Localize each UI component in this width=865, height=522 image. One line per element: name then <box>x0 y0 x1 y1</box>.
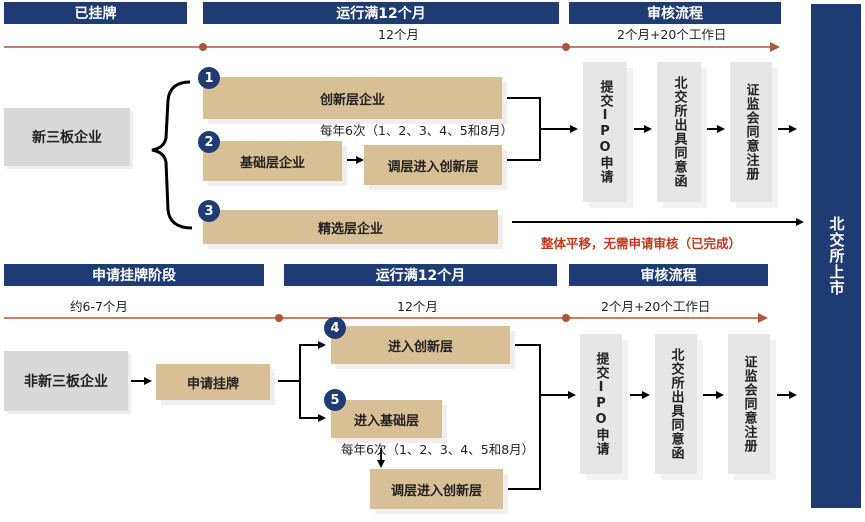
step-5-badge: 5 <box>324 389 346 411</box>
header-listed: 已挂牌 <box>4 2 187 24</box>
top-schedule-note: 每年6次（1、2、3、4、5和8月） <box>320 123 514 138</box>
top-step-bse-approval: 北交所出具同意函 <box>657 62 701 202</box>
bottom-step-bse-approval: 北交所出具同意函 <box>655 334 697 474</box>
promote-to-innovation-box: 调层进入创新层 <box>364 145 502 185</box>
timeline-review-time-bottom: 2个月+20个工作日 <box>601 299 711 314</box>
header-review-process-bottom: 审核流程 <box>569 264 768 286</box>
apply-listing-box: 申请挂牌 <box>156 364 270 400</box>
bse-listing-box: 北交所上市 <box>811 4 861 508</box>
innovation-tier-box: 创新层企业 <box>203 77 502 119</box>
select-tier-box: 精选层企业 <box>203 210 498 244</box>
select-tier-note: 整体平移，无需申请审核（已完成） <box>541 236 742 251</box>
step-3-badge: 3 <box>198 200 220 222</box>
header-apply-listing: 申请挂牌阶段 <box>4 264 264 286</box>
bottom-step-submit-ipo: 提交IPO申请 <box>580 334 622 474</box>
bottom-step-csrc-registration: 证监会同意注册 <box>728 334 770 474</box>
step-1-badge: 1 <box>198 67 220 89</box>
header-review-process: 审核流程 <box>569 2 781 24</box>
base-tier-box: 基础层企业 <box>203 141 342 181</box>
timeline-apply-months: 约6-7个月 <box>70 299 128 314</box>
enter-innovation-box: 进入创新层 <box>331 326 510 364</box>
enter-base-box: 进入基础层 <box>331 400 442 438</box>
timeline-12-months: 12个月 <box>378 27 419 42</box>
top-step-csrc-registration: 证监会同意注册 <box>730 62 772 202</box>
bse-listing-label: 北交所上市 <box>827 216 846 296</box>
step-4-badge: 4 <box>324 317 346 339</box>
step-2-badge: 2 <box>198 131 220 153</box>
header-run-12-months: 运行满12个月 <box>203 2 559 24</box>
top-step-submit-ipo: 提交IPO申请 <box>583 62 627 202</box>
timeline-12-months-bottom: 12个月 <box>397 299 438 314</box>
timeline-review-time: 2个月+20个工作日 <box>617 27 727 42</box>
neeq-company-box: 新三板企业 <box>4 108 130 166</box>
bottom-schedule-note: 每年6次（1、2、3、4、5和8月） <box>341 442 535 457</box>
promote-to-innovation-box-bottom: 调层进入创新层 <box>370 469 503 509</box>
header-run-12-months-bottom: 运行满12个月 <box>284 264 557 286</box>
non-neeq-company-box: 非新三板企业 <box>4 351 128 411</box>
